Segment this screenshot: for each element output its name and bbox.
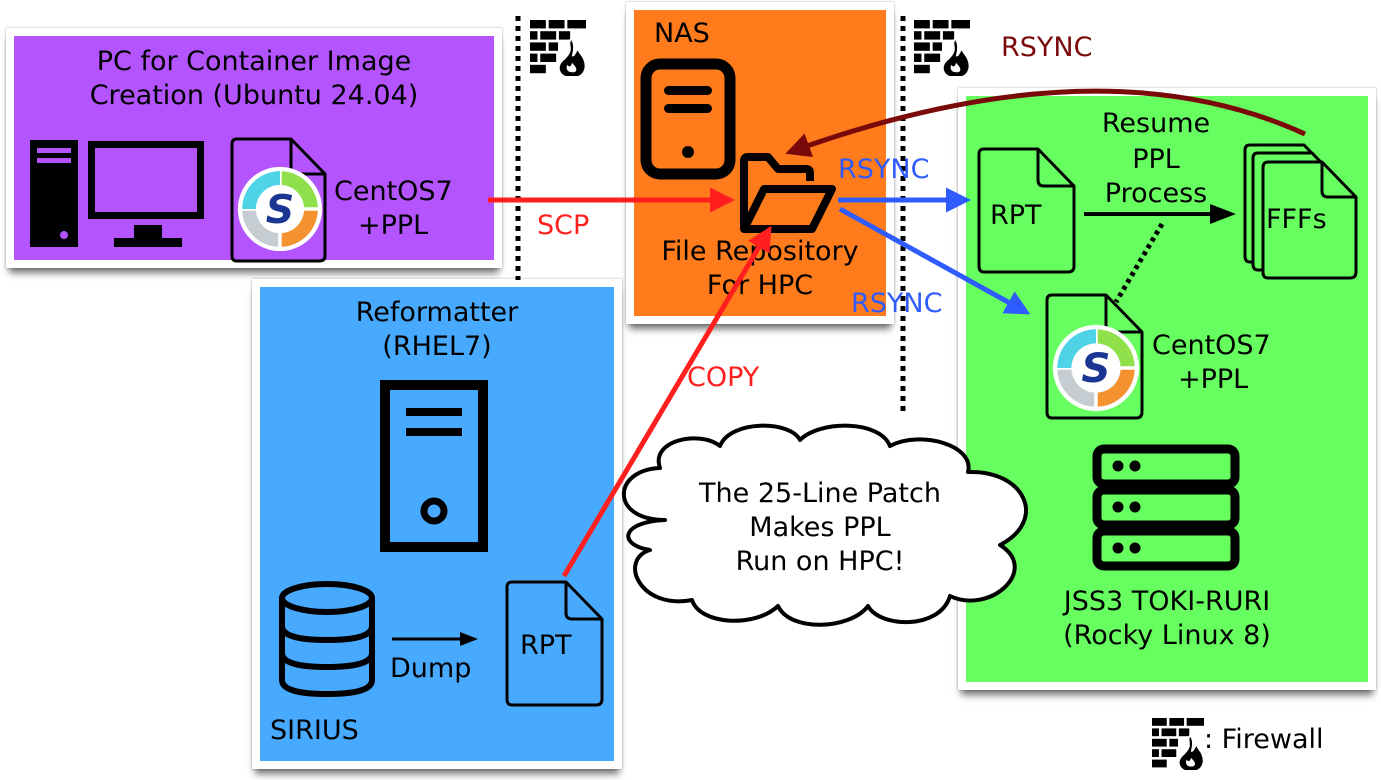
reformatter-panel: Reformatter (RHEL7) Dump RPT SIRIUS xyxy=(252,279,622,769)
firewall-icon xyxy=(914,20,970,76)
process-line2: PPL xyxy=(1132,144,1180,175)
sirius-label: SIRIUS xyxy=(270,715,359,746)
rsync-container-arrow xyxy=(838,206,1031,315)
process-line3: Process xyxy=(1104,178,1208,209)
hpc-container-image-file-icon xyxy=(1045,293,1144,420)
reformatter-title-line2: (RHEL7) xyxy=(382,331,492,362)
hpc-panel: Resume PPL Process RPT FFFs xyxy=(958,88,1376,690)
firewall-icon xyxy=(530,20,586,76)
tower-server-icon xyxy=(380,380,488,552)
process-line1: Resume xyxy=(1101,108,1211,139)
fffs-label: FFFs xyxy=(1266,204,1327,235)
hpc-rpt-label: RPT xyxy=(990,200,1042,231)
pc-title-line2: Creation (Ubuntu 24.04) xyxy=(89,80,419,111)
pc-container-line2: +PPL xyxy=(358,210,429,241)
hpc-container-line1: CentOS7 xyxy=(1152,330,1271,361)
reformatter-title-line1: Reformatter xyxy=(355,297,519,328)
rsync-container-label: RSYNC xyxy=(851,288,943,319)
rsync-rpt-label: RSYNC xyxy=(838,154,930,185)
hpc-container-line2: +PPL xyxy=(1178,364,1249,395)
legend-label: : Firewall xyxy=(1204,724,1324,755)
pc-container-line1: CentOS7 xyxy=(334,176,453,207)
link-dotted-line xyxy=(1113,222,1165,304)
rsync-back-label: RSYNC xyxy=(1001,32,1093,63)
legend-firewall-icon xyxy=(1152,718,1204,770)
hpc-panel-background: Resume PPL Process RPT FFFs xyxy=(966,96,1368,682)
copy-arrow xyxy=(561,225,772,578)
scp-label: SCP xyxy=(537,210,590,241)
resume-process-arrow-icon xyxy=(1084,204,1236,224)
reformatter-panel-background: Reformatter (RHEL7) Dump RPT SIRIUS xyxy=(260,287,614,761)
callout-line3: Run on HPC! xyxy=(735,546,905,577)
sirius-database-icon xyxy=(279,581,375,698)
dump-label: Dump xyxy=(390,653,472,684)
nas-title: NAS xyxy=(654,18,710,49)
copy-label: COPY xyxy=(687,362,760,393)
hpc-system-line1: JSS3 TOKI-RURI xyxy=(1063,586,1271,617)
callout-line2: Makes PPL xyxy=(749,512,891,543)
fffs-stacked-files-icon xyxy=(1243,143,1358,280)
container-image-file-icon xyxy=(230,137,327,263)
nas-server-icon xyxy=(640,58,736,180)
pc-title-line1: PC for Container Image xyxy=(96,46,412,77)
nas-panel-background: NAS File Repository For HPC xyxy=(634,10,886,316)
open-folder-icon xyxy=(740,153,836,233)
pc-panel-background: PC for Container Image Creation (Ubuntu … xyxy=(14,36,494,263)
nas-panel: NAS File Repository For HPC xyxy=(626,2,894,324)
hpc-rack-server-icon xyxy=(1092,444,1240,571)
desktop-computer-icon xyxy=(30,140,204,247)
nas-repo-line2: For HPC xyxy=(706,270,814,301)
callout-cloud xyxy=(622,423,1028,627)
hpc-system-line2: (Rocky Linux 8) xyxy=(1063,620,1271,651)
rsync-back-arrow xyxy=(785,88,1307,157)
dump-arrow-icon xyxy=(392,632,478,646)
reformatter-rpt-label: RPT xyxy=(520,630,572,661)
pc-container-build-panel: PC for Container Image Creation (Ubuntu … xyxy=(6,28,502,268)
hpc-rpt-file-icon xyxy=(977,147,1076,274)
rpt-file-icon xyxy=(505,580,604,707)
callout-line1: The 25-Line Patch xyxy=(699,478,941,509)
